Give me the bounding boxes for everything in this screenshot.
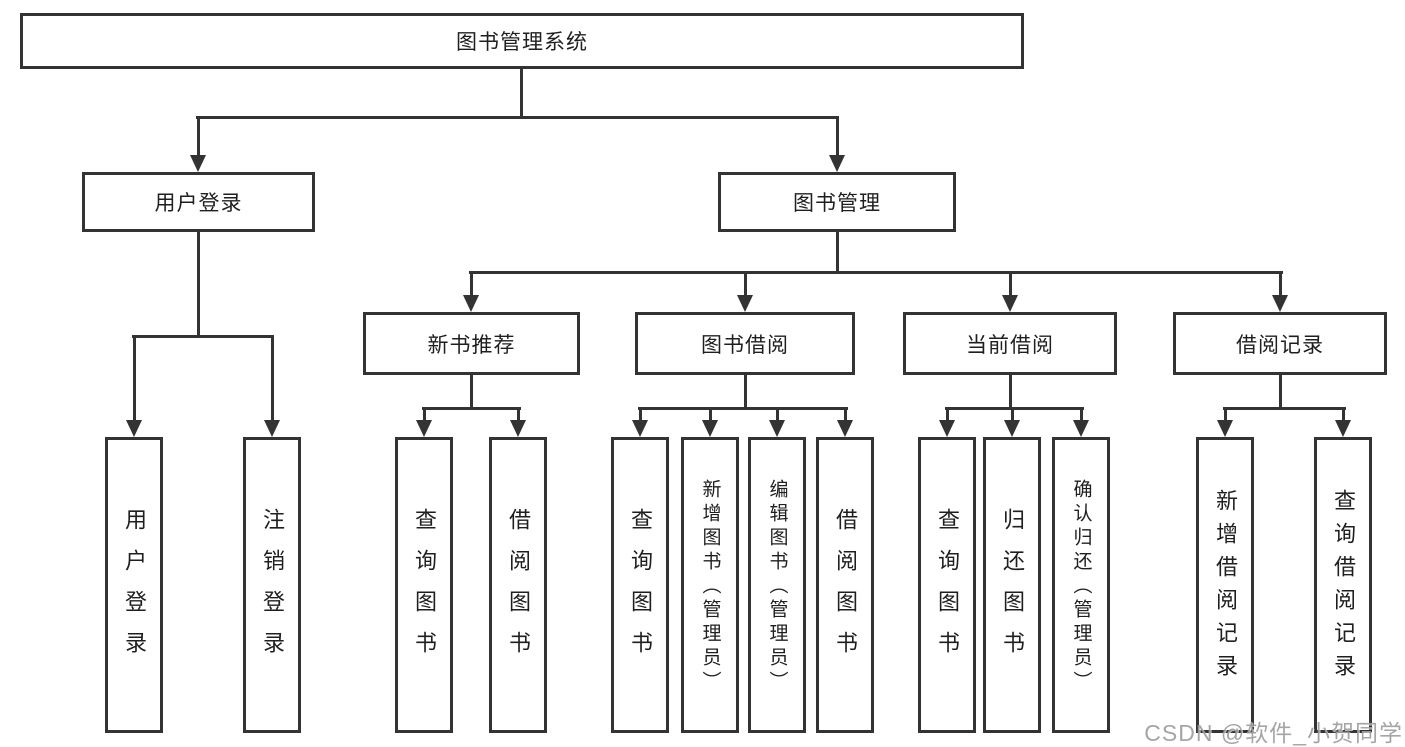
connector-stem xyxy=(776,407,779,422)
arrowhead-down-icon xyxy=(510,420,526,437)
node-book-borrow-label: 图书借阅 xyxy=(701,333,789,357)
connector-stem xyxy=(1011,407,1014,422)
node-book-management-label: 图书管理 xyxy=(793,192,881,215)
connector-stem xyxy=(844,407,847,422)
node-user-login: 用户登录 xyxy=(82,172,315,232)
leaf-nb-query-books: 查询图书 xyxy=(395,437,453,733)
connector-stem xyxy=(1279,375,1282,409)
leaf-logout-label: 注销登录 xyxy=(260,508,285,672)
node-user-login-label: 用户登录 xyxy=(154,192,243,215)
leaf-user-login: 用户登录 xyxy=(105,437,163,733)
connector-stem xyxy=(470,375,473,409)
leaf-logout: 注销登录 xyxy=(243,437,301,733)
connector-branch xyxy=(469,271,1283,274)
arrowhead-down-icon xyxy=(737,295,753,312)
node-current-borrow-label: 当前借阅 xyxy=(966,333,1054,357)
leaf-nb-query-books-label: 查询图书 xyxy=(412,508,437,672)
node-borrow-record-label: 借阅记录 xyxy=(1236,333,1324,357)
node-book-management: 图书管理 xyxy=(718,172,956,232)
leaf-bb-query-books: 查询图书 xyxy=(611,437,669,733)
node-root: 图书管理系统 xyxy=(20,13,1024,69)
leaf-br-query-record-label: 查询借阅记录 xyxy=(1331,489,1356,687)
node-new-book-recommend-label: 新书推荐 xyxy=(427,333,516,357)
connector-stem xyxy=(744,271,747,299)
leaf-bb-edit-books-admin-label: 编辑图书（管理员） xyxy=(766,478,788,695)
connector-stem xyxy=(946,407,949,422)
leaf-cb-confirm-return-admin-label: 确认归还（管理员） xyxy=(1070,478,1092,695)
leaf-bb-add-books-admin-label: 新增图书（管理员） xyxy=(699,478,721,695)
arrowhead-down-icon xyxy=(126,420,142,437)
connector-stem xyxy=(197,116,200,157)
connector-stem xyxy=(271,335,274,422)
connector-root-stem xyxy=(520,68,523,118)
connector-branch xyxy=(945,407,1084,410)
connector-stem xyxy=(1009,271,1012,299)
connector-stem xyxy=(1009,375,1012,409)
arrowhead-down-icon xyxy=(1217,420,1233,437)
leaf-bb-borrow-books-label: 借阅图书 xyxy=(833,508,858,672)
node-borrow-record: 借阅记录 xyxy=(1173,312,1387,375)
arrowhead-down-icon xyxy=(264,420,280,437)
leaf-br-add-record-label: 新增借阅记录 xyxy=(1213,489,1238,687)
leaf-cb-return-books: 归还图书 xyxy=(983,437,1041,733)
arrowhead-down-icon xyxy=(702,420,718,437)
arrowhead-down-icon xyxy=(416,420,432,437)
watermark: CSDN @软件_小贺同学 xyxy=(1144,720,1403,746)
connector-branch xyxy=(638,407,848,410)
arrowhead-down-icon xyxy=(829,155,845,172)
leaf-br-query-record: 查询借阅记录 xyxy=(1314,437,1372,733)
leaf-nb-borrow-books: 借阅图书 xyxy=(489,437,547,733)
connector-stem xyxy=(423,407,426,422)
arrowhead-down-icon xyxy=(1002,295,1018,312)
arrowhead-down-icon xyxy=(190,155,206,172)
connector-branch xyxy=(132,335,274,338)
connector-stem xyxy=(836,116,839,157)
node-current-borrow: 当前借阅 xyxy=(903,312,1117,375)
connector-stem xyxy=(1279,271,1282,299)
connector-stem xyxy=(133,335,136,422)
leaf-bb-add-books-admin: 新增图书（管理员） xyxy=(681,437,739,733)
arrowhead-down-icon xyxy=(632,420,648,437)
arrowhead-down-icon xyxy=(1335,420,1351,437)
arrowhead-down-icon xyxy=(1272,295,1288,312)
arrowhead-down-icon xyxy=(1073,420,1089,437)
leaf-cb-confirm-return-admin: 确认归还（管理员） xyxy=(1052,437,1110,733)
connector-branch xyxy=(422,407,521,410)
node-new-book-recommend: 新书推荐 xyxy=(363,312,580,375)
leaf-cb-return-books-label: 归还图书 xyxy=(1000,508,1025,672)
node-root-label: 图书管理系统 xyxy=(456,31,588,54)
leaf-bb-query-books-label: 查询图书 xyxy=(628,508,653,672)
leaf-cb-query-books-label: 查询图书 xyxy=(935,508,960,672)
connector-stem xyxy=(197,232,200,338)
leaf-br-add-record: 新增借阅记录 xyxy=(1196,437,1254,733)
arrowhead-down-icon xyxy=(769,420,785,437)
connector-stem xyxy=(470,271,473,299)
connector-stem xyxy=(639,407,642,422)
leaf-user-login-label: 用户登录 xyxy=(122,508,147,672)
leaf-cb-query-books: 查询图书 xyxy=(918,437,976,733)
leaf-bb-edit-books-admin: 编辑图书（管理员） xyxy=(748,437,806,733)
arrowhead-down-icon xyxy=(1004,420,1020,437)
connector-stem xyxy=(836,232,839,274)
arrowhead-down-icon xyxy=(463,295,479,312)
leaf-nb-borrow-books-label: 借阅图书 xyxy=(506,508,531,672)
connector-stem xyxy=(1224,407,1227,422)
leaf-bb-borrow-books: 借阅图书 xyxy=(816,437,874,733)
connector-stem xyxy=(1342,407,1345,422)
arrowhead-down-icon xyxy=(837,420,853,437)
connector-stem xyxy=(709,407,712,422)
arrowhead-down-icon xyxy=(939,420,955,437)
connector-root-branch xyxy=(196,116,839,119)
connector-stem xyxy=(744,375,747,409)
connector-stem xyxy=(1080,407,1083,422)
connector-branch xyxy=(1223,407,1346,410)
node-book-borrow: 图书借阅 xyxy=(635,312,855,375)
connector-stem xyxy=(517,407,520,422)
